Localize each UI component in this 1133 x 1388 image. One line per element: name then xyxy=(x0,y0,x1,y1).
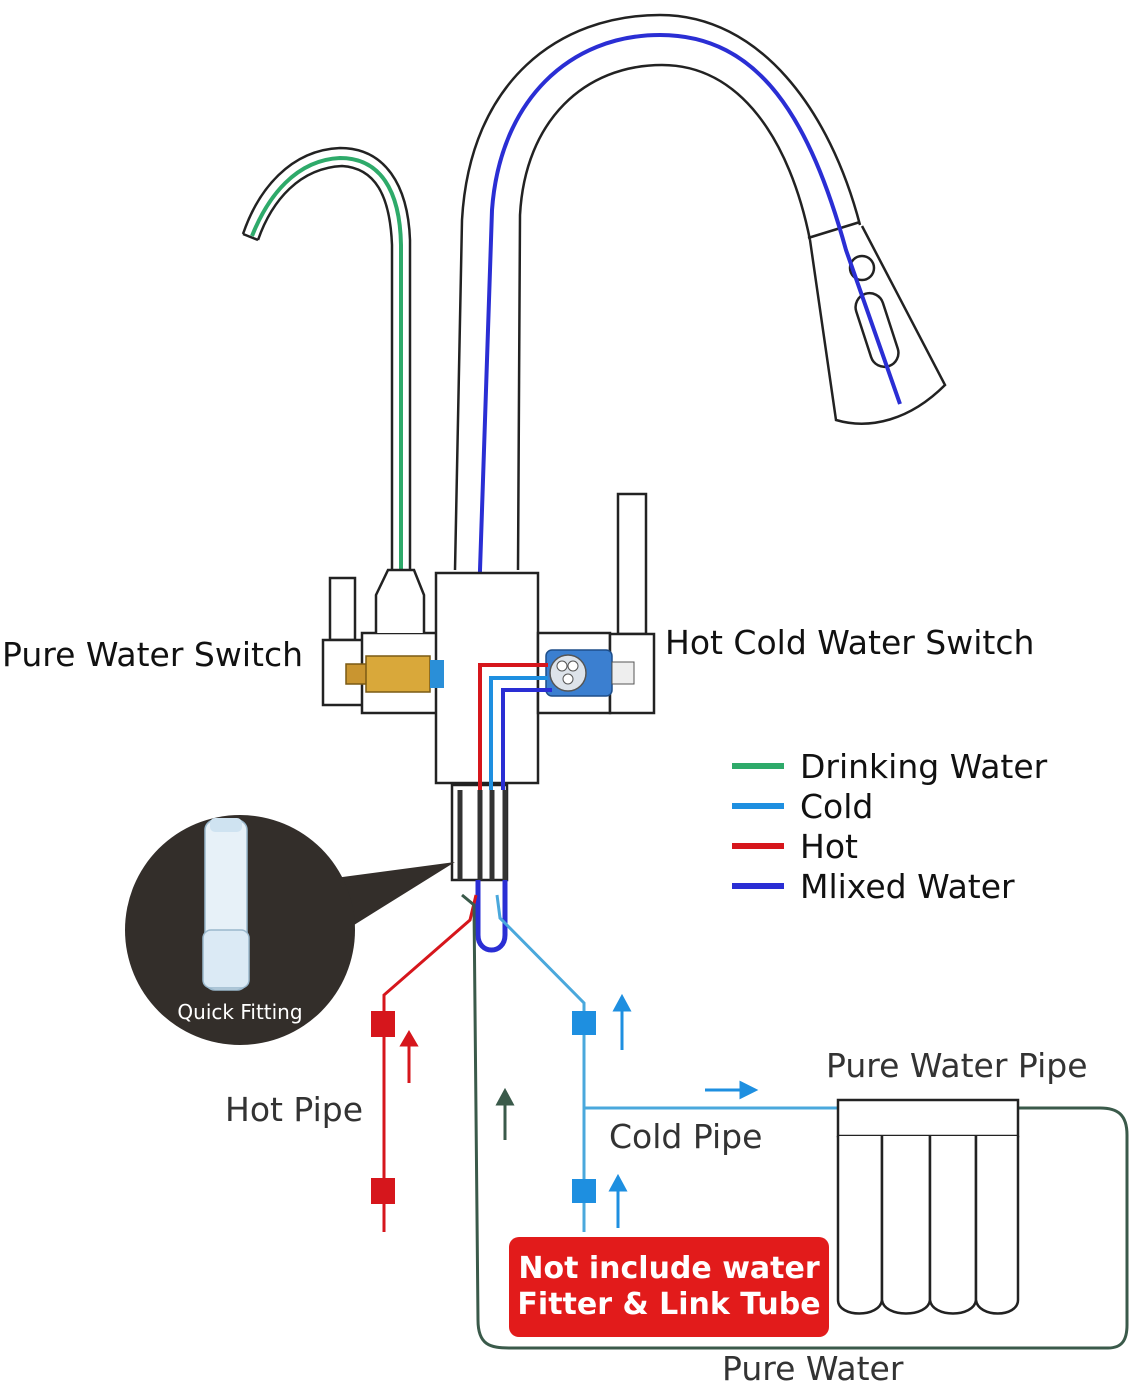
legend-swatch-hot xyxy=(732,843,784,849)
hot-flow-arrow xyxy=(399,1030,419,1083)
cold-pipe-valve-top xyxy=(572,1011,596,1035)
legend-label: Cold xyxy=(800,786,874,826)
hot-pipe-valve-bottom xyxy=(371,1178,395,1204)
legend-swatch-mixed-water xyxy=(732,883,784,889)
mixed-internal-line xyxy=(501,688,552,790)
cold-pipe-label: Cold Pipe xyxy=(609,1117,763,1156)
hot-pipe-label: Hot Pipe xyxy=(225,1090,364,1129)
legend-item-mixed-water: Mlixed Water xyxy=(732,866,1015,906)
legend-item-drinking-water: Drinking Water xyxy=(732,746,1047,786)
legend-swatch-cold xyxy=(732,803,784,809)
supply-hoses xyxy=(457,790,508,880)
cold-flow-arrow-up xyxy=(608,993,632,1228)
legend-label: Mlixed Water xyxy=(800,866,1015,906)
pure-water-pipe-label: Pure Water Pipe xyxy=(826,1046,1088,1085)
pure-water-valve-cartridge xyxy=(345,655,444,693)
hot-cold-valve-cartridge xyxy=(545,649,635,697)
mixed-hose-loop xyxy=(475,880,508,953)
hot-pipe-valve-top xyxy=(371,1011,395,1037)
cold-pipe-valve-bottom xyxy=(572,1179,596,1203)
hot-supply-pipe xyxy=(382,894,478,1232)
mixed-water-flow-line xyxy=(474,32,902,790)
pure-water-label: Pure Water xyxy=(722,1349,904,1388)
pull-down-spout xyxy=(453,13,947,571)
quick-fitting-callout xyxy=(125,815,455,1045)
legend-item-hot: Hot xyxy=(732,826,858,866)
pure-water-switch-label: Pure Water Switch xyxy=(2,635,304,674)
pure-flow-arrow xyxy=(495,1087,515,1140)
quick-fitting-label: Quick Fitting xyxy=(177,1000,303,1024)
notice-line-2: Fitter & Link Tube xyxy=(517,1287,821,1322)
legend-label: Drinking Water xyxy=(800,746,1048,786)
notice-line-1: Not include water xyxy=(518,1251,820,1286)
legend-label: Hot xyxy=(800,826,858,866)
water-filter-unit xyxy=(836,1098,1020,1315)
legend-item-cold: Cold xyxy=(732,786,873,826)
drinking-water-spout xyxy=(241,146,412,570)
hot-cold-water-switch-label: Hot Cold Water Switch xyxy=(665,623,1035,662)
not-included-notice: Not include water Fitter & Link Tube xyxy=(509,1237,829,1337)
cold-internal-line xyxy=(489,676,548,790)
hot-internal-line xyxy=(478,663,548,790)
pure-water-loop xyxy=(461,893,1129,1350)
cold-supply-pipe xyxy=(495,894,838,1232)
legend-swatch-drinking-water xyxy=(732,763,784,769)
cold-flow-arrow-right xyxy=(705,1080,759,1100)
